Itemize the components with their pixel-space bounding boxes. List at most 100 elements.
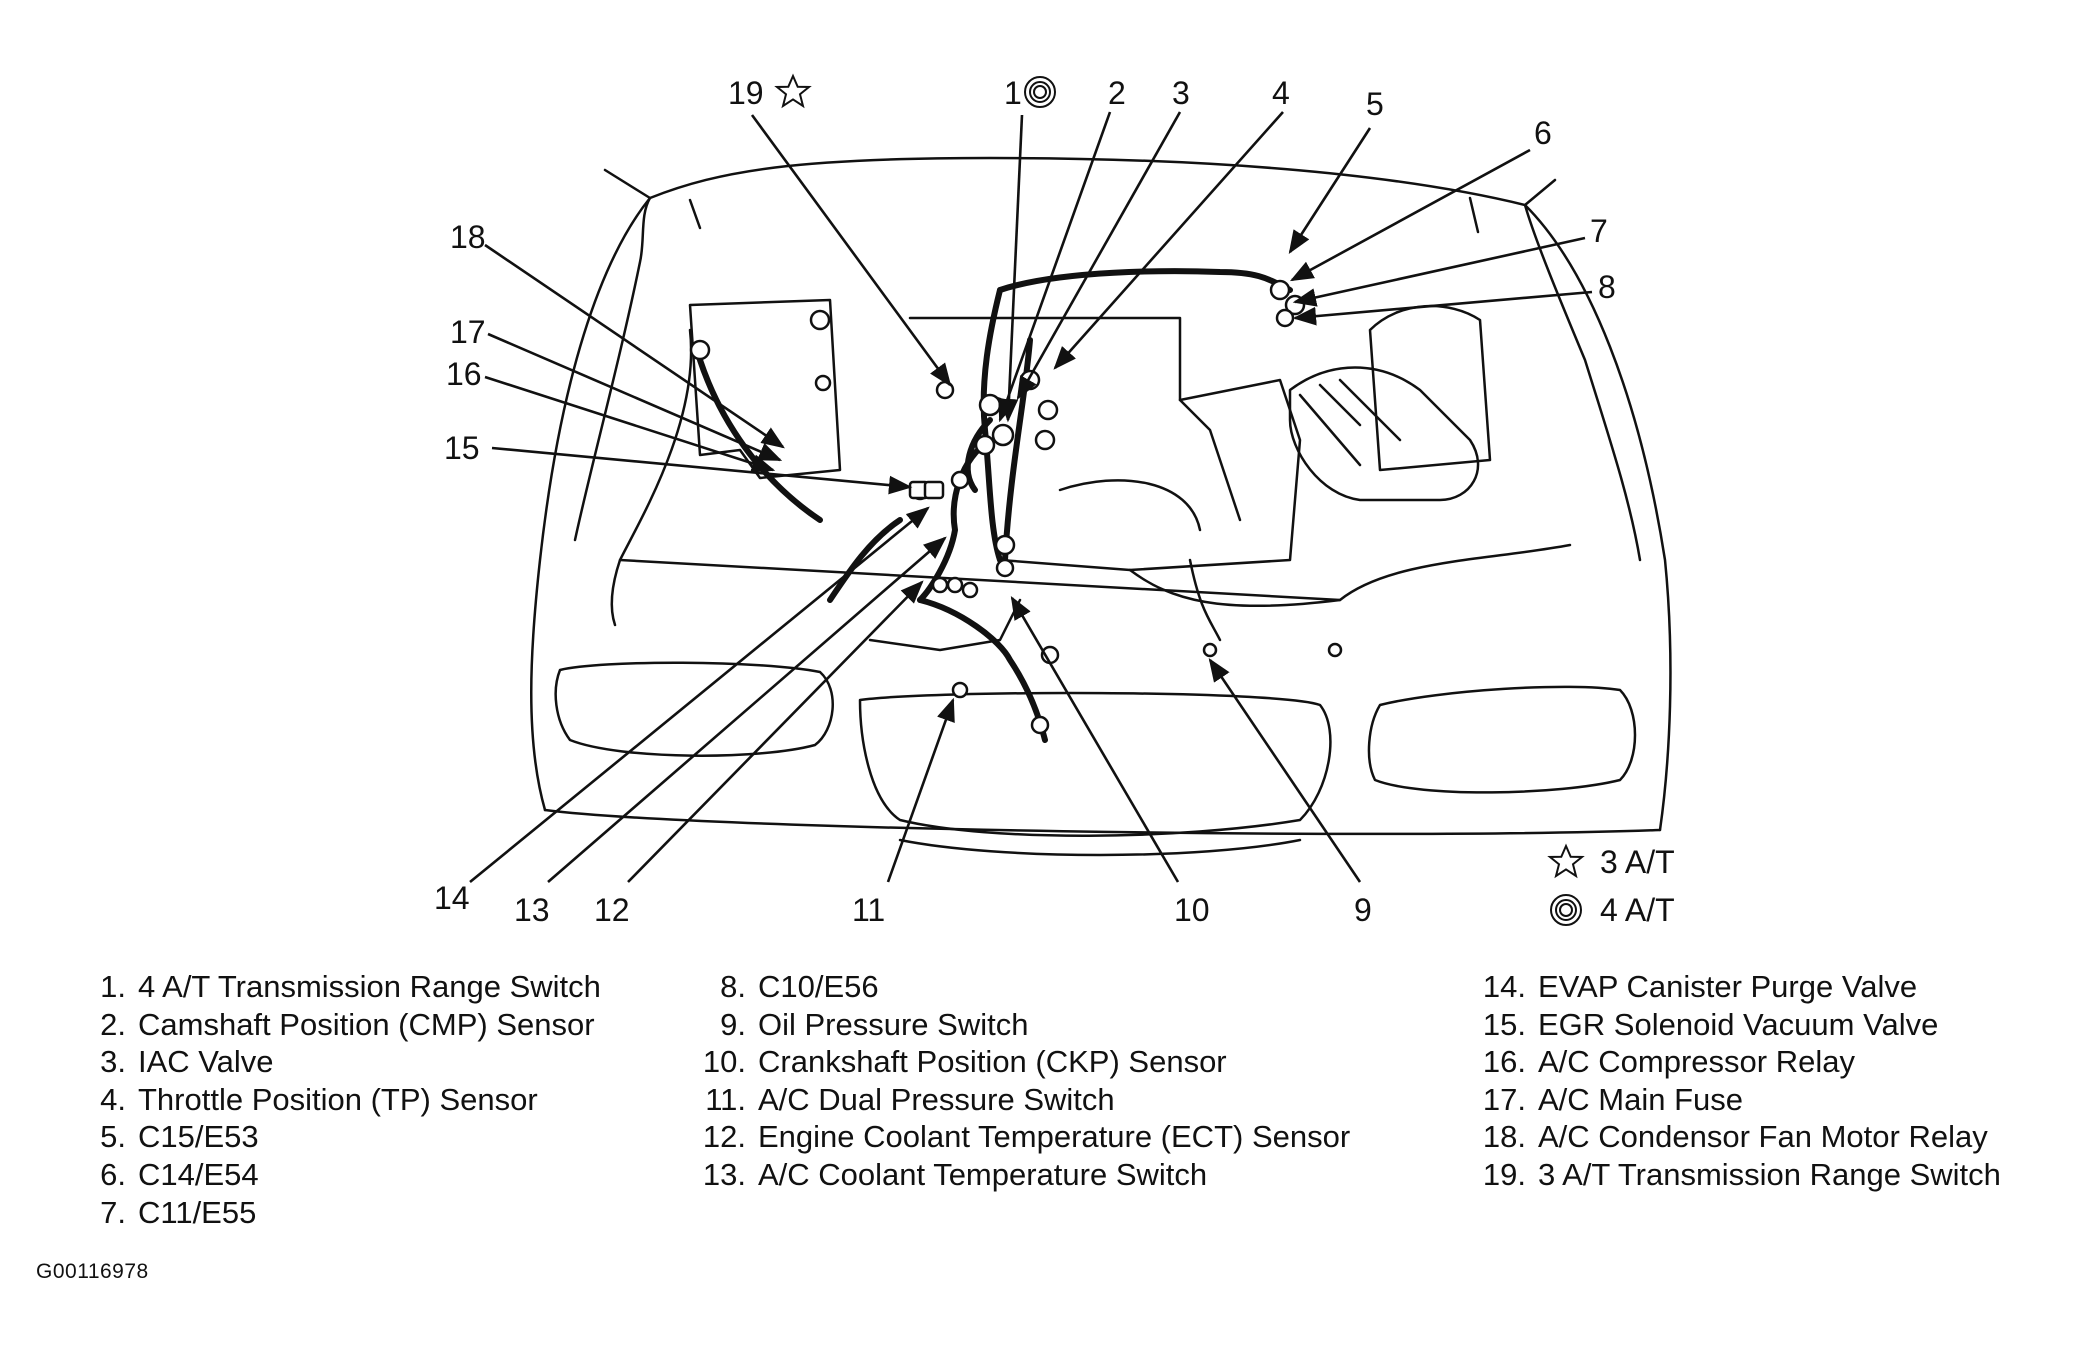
- legend-item-number: 15.: [1482, 1006, 1526, 1042]
- legend-item: 16. A/C Compressor Relay: [1470, 1043, 2001, 1081]
- leader-10: [1010, 595, 1180, 883]
- legend-item-number: 8.: [720, 969, 746, 1004]
- legend-item-number: 14.: [1482, 969, 1526, 1004]
- callout-11: 11: [852, 892, 885, 928]
- leader-7: [1292, 236, 1586, 307]
- legend-item: 10. Crankshaft Position (CKP) Sensor: [690, 1043, 1350, 1081]
- legend-item-text: 3 A/T Transmission Range Switch: [1538, 1156, 2001, 1192]
- callout-17: 17: [450, 314, 486, 350]
- legend-item-number: 6.: [100, 1156, 126, 1192]
- callout-19: 19: [728, 75, 764, 111]
- callout-numbers: 1 2 3 4 5 6 7 8 9 10 11 12 13 14 15 16 1…: [434, 75, 1616, 928]
- legend-item-text: C14/E54: [138, 1156, 259, 1192]
- legend-item-number: 7.: [100, 1194, 126, 1230]
- leader-2: [998, 111, 1112, 423]
- leader-16: [484, 375, 776, 473]
- leader-8: [1292, 290, 1593, 326]
- leader-5: [1288, 127, 1372, 254]
- leader-1: [999, 114, 1024, 423]
- leader-15: [491, 446, 913, 495]
- legend-item: 11. A/C Dual Pressure Switch: [690, 1081, 1350, 1119]
- legend-item: 9.Oil Pressure Switch: [690, 1006, 1350, 1044]
- leader-lines: [469, 111, 1593, 884]
- callout-4: 4: [1272, 75, 1290, 111]
- leader-9: [1208, 658, 1362, 883]
- legend-item-number: 16.: [1482, 1044, 1526, 1080]
- star-icon: [1547, 843, 1585, 879]
- legend-item: 5. C15/E53: [88, 1118, 601, 1156]
- callout-3: 3: [1172, 75, 1190, 111]
- legend-item-text: Crankshaft Position (CKP) Sensor: [758, 1044, 1227, 1080]
- leader-17: [487, 332, 783, 462]
- legend-item-number: 2.: [100, 1006, 126, 1042]
- callout-15: 15: [444, 430, 480, 466]
- legend-item-text: A/C Condensor Fan Motor Relay: [1538, 1119, 1988, 1155]
- leader-13: [547, 536, 947, 883]
- double-circle-icon: [1550, 894, 1582, 926]
- legend-item-number: 1.: [100, 969, 126, 1004]
- legend-item: 6. C14/E54: [88, 1156, 601, 1194]
- callout-2: 2: [1108, 75, 1126, 111]
- legend-item: 18. A/C Condensor Fan Motor Relay: [1470, 1118, 2001, 1156]
- legend-item: 1. 4 A/T Transmission Range Switch: [88, 968, 601, 1006]
- callout-9: 9: [1354, 892, 1372, 928]
- engine-compartment-diagram: 1 2 3 4 5 6 7 8 9 10 11 12 13 14 15 16 1…: [434, 73, 1675, 928]
- symbol-key-label-3at: 3 A/T: [1600, 844, 1675, 880]
- callout-7: 7: [1590, 213, 1608, 249]
- figure-id: G00116978: [36, 1260, 149, 1283]
- legend-item-text: A/C Compressor Relay: [1538, 1044, 1855, 1080]
- legend-item-number: 5.: [100, 1119, 126, 1155]
- legend-item-text: 4 A/T Transmission Range Switch: [138, 969, 601, 1004]
- legend-item-number: 3.: [100, 1044, 126, 1080]
- callout-14: 14: [434, 880, 470, 916]
- legend-item-number: 11.: [705, 1081, 746, 1117]
- leader-18: [484, 243, 785, 449]
- leader-3: [1016, 111, 1182, 401]
- legend-item-number: 19.: [1482, 1156, 1526, 1192]
- callout-5: 5: [1366, 86, 1384, 122]
- symbol-key: 3 A/T 4 A/T: [1547, 843, 1675, 928]
- legend-item-number: 13.: [702, 1156, 746, 1192]
- legend-item-text: A/C Dual Pressure Switch: [758, 1081, 1115, 1117]
- legend-item-text: Camshaft Position (CMP) Sensor: [138, 1006, 595, 1042]
- legend-column-1: 1. 4 A/T Transmission Range Switch 2. Camsh…: [88, 968, 601, 1231]
- legend-item: 13.A/C Coolant Temperature Switch: [690, 1156, 1350, 1194]
- callout-10: 10: [1174, 892, 1210, 928]
- legend-item: 15.EGR Solenoid Vacuum Valve: [1470, 1006, 2001, 1044]
- callout-16: 16: [446, 356, 482, 392]
- legend-item: 4. Throttle Position (TP) Sensor: [88, 1081, 601, 1119]
- legend-item-text: Throttle Position (TP) Sensor: [138, 1081, 538, 1117]
- wiring-harness: [697, 268, 1293, 743]
- legend-item-text: C11/E55: [138, 1194, 257, 1230]
- legend-item-text: Oil Pressure Switch: [758, 1006, 1029, 1042]
- legend-item-text: EVAP Canister Purge Valve: [1538, 969, 1918, 1004]
- leader-12: [627, 580, 924, 883]
- callout-18: 18: [450, 219, 486, 255]
- callout-13: 13: [514, 892, 550, 928]
- symbol-key-label-4at: 4 A/T: [1600, 892, 1675, 928]
- star-icon: [774, 73, 812, 109]
- legend-item: 14. EVAP Canister Purge Valve: [1470, 968, 2001, 1006]
- legend-item-number: 4.: [100, 1081, 126, 1117]
- double-circle-icon: [1024, 76, 1056, 108]
- legend-item-number: 12.: [702, 1119, 746, 1155]
- callout-1: 1: [1004, 75, 1022, 111]
- leader-6: [1289, 148, 1531, 282]
- legend-item-number: 18.: [1482, 1119, 1526, 1155]
- legend-item: 19. 3 A/T Transmission Range Switch: [1470, 1156, 2001, 1194]
- leader-14: [469, 506, 930, 884]
- legend-item-text: Engine Coolant Temperature (ECT) Sensor: [758, 1119, 1351, 1155]
- legend-item-text: IAC Valve: [138, 1044, 274, 1080]
- callout-12: 12: [594, 892, 630, 928]
- callout-6: 6: [1534, 115, 1552, 151]
- legend-item-number: 10.: [702, 1044, 746, 1080]
- legend-item: 12. Engine Coolant Temperature (ECT) Sens…: [690, 1118, 1350, 1156]
- callout-8: 8: [1598, 269, 1616, 305]
- legend-item-text: C15/E53: [138, 1119, 259, 1155]
- legend-item: 17.A/C Main Fuse: [1470, 1081, 2001, 1119]
- legend-item: 7. C11/E55: [88, 1194, 601, 1232]
- leader-4: [1053, 111, 1284, 370]
- leader-11: [886, 697, 955, 883]
